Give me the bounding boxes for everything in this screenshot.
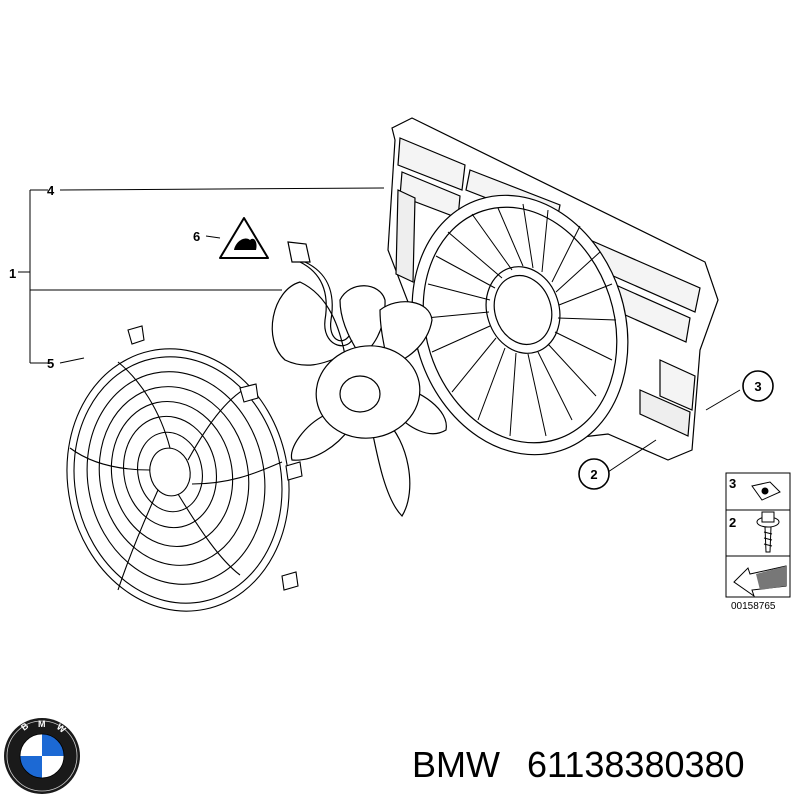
callout-2: 2 bbox=[590, 467, 597, 482]
arrow-icon bbox=[733, 565, 787, 598]
svg-text:M: M bbox=[38, 719, 46, 729]
legend-item-2: 2 bbox=[729, 515, 736, 530]
clip-nut-icon bbox=[751, 481, 781, 501]
wiring-harness bbox=[287, 241, 353, 347]
callout-5: 5 bbox=[47, 356, 54, 371]
fan-shroud bbox=[387, 117, 719, 461]
callout-3: 3 bbox=[754, 379, 761, 394]
svg-text:B: B bbox=[19, 720, 31, 732]
leader-lines bbox=[18, 187, 741, 473]
bmw-logo: B M W bbox=[4, 718, 80, 794]
reference-number: 00158765 bbox=[731, 601, 776, 612]
callout-4: 4 bbox=[47, 183, 55, 198]
caption-part-number: 61138380380 bbox=[527, 744, 745, 785]
fan-guard bbox=[66, 325, 303, 612]
fastener-legend: 3 2 00158765 bbox=[725, 472, 791, 612]
callout-1: 1 bbox=[9, 266, 16, 281]
warning-label-icon bbox=[219, 217, 269, 259]
callout-6: 6 bbox=[193, 229, 200, 244]
fan-wheel bbox=[271, 281, 447, 517]
callout-3-badge: 3 bbox=[742, 370, 774, 402]
legend-item-3: 3 bbox=[729, 476, 736, 491]
screw-icon bbox=[756, 511, 780, 553]
caption-brand: BMW bbox=[412, 744, 500, 785]
callout-2-badge: 2 bbox=[578, 458, 610, 490]
